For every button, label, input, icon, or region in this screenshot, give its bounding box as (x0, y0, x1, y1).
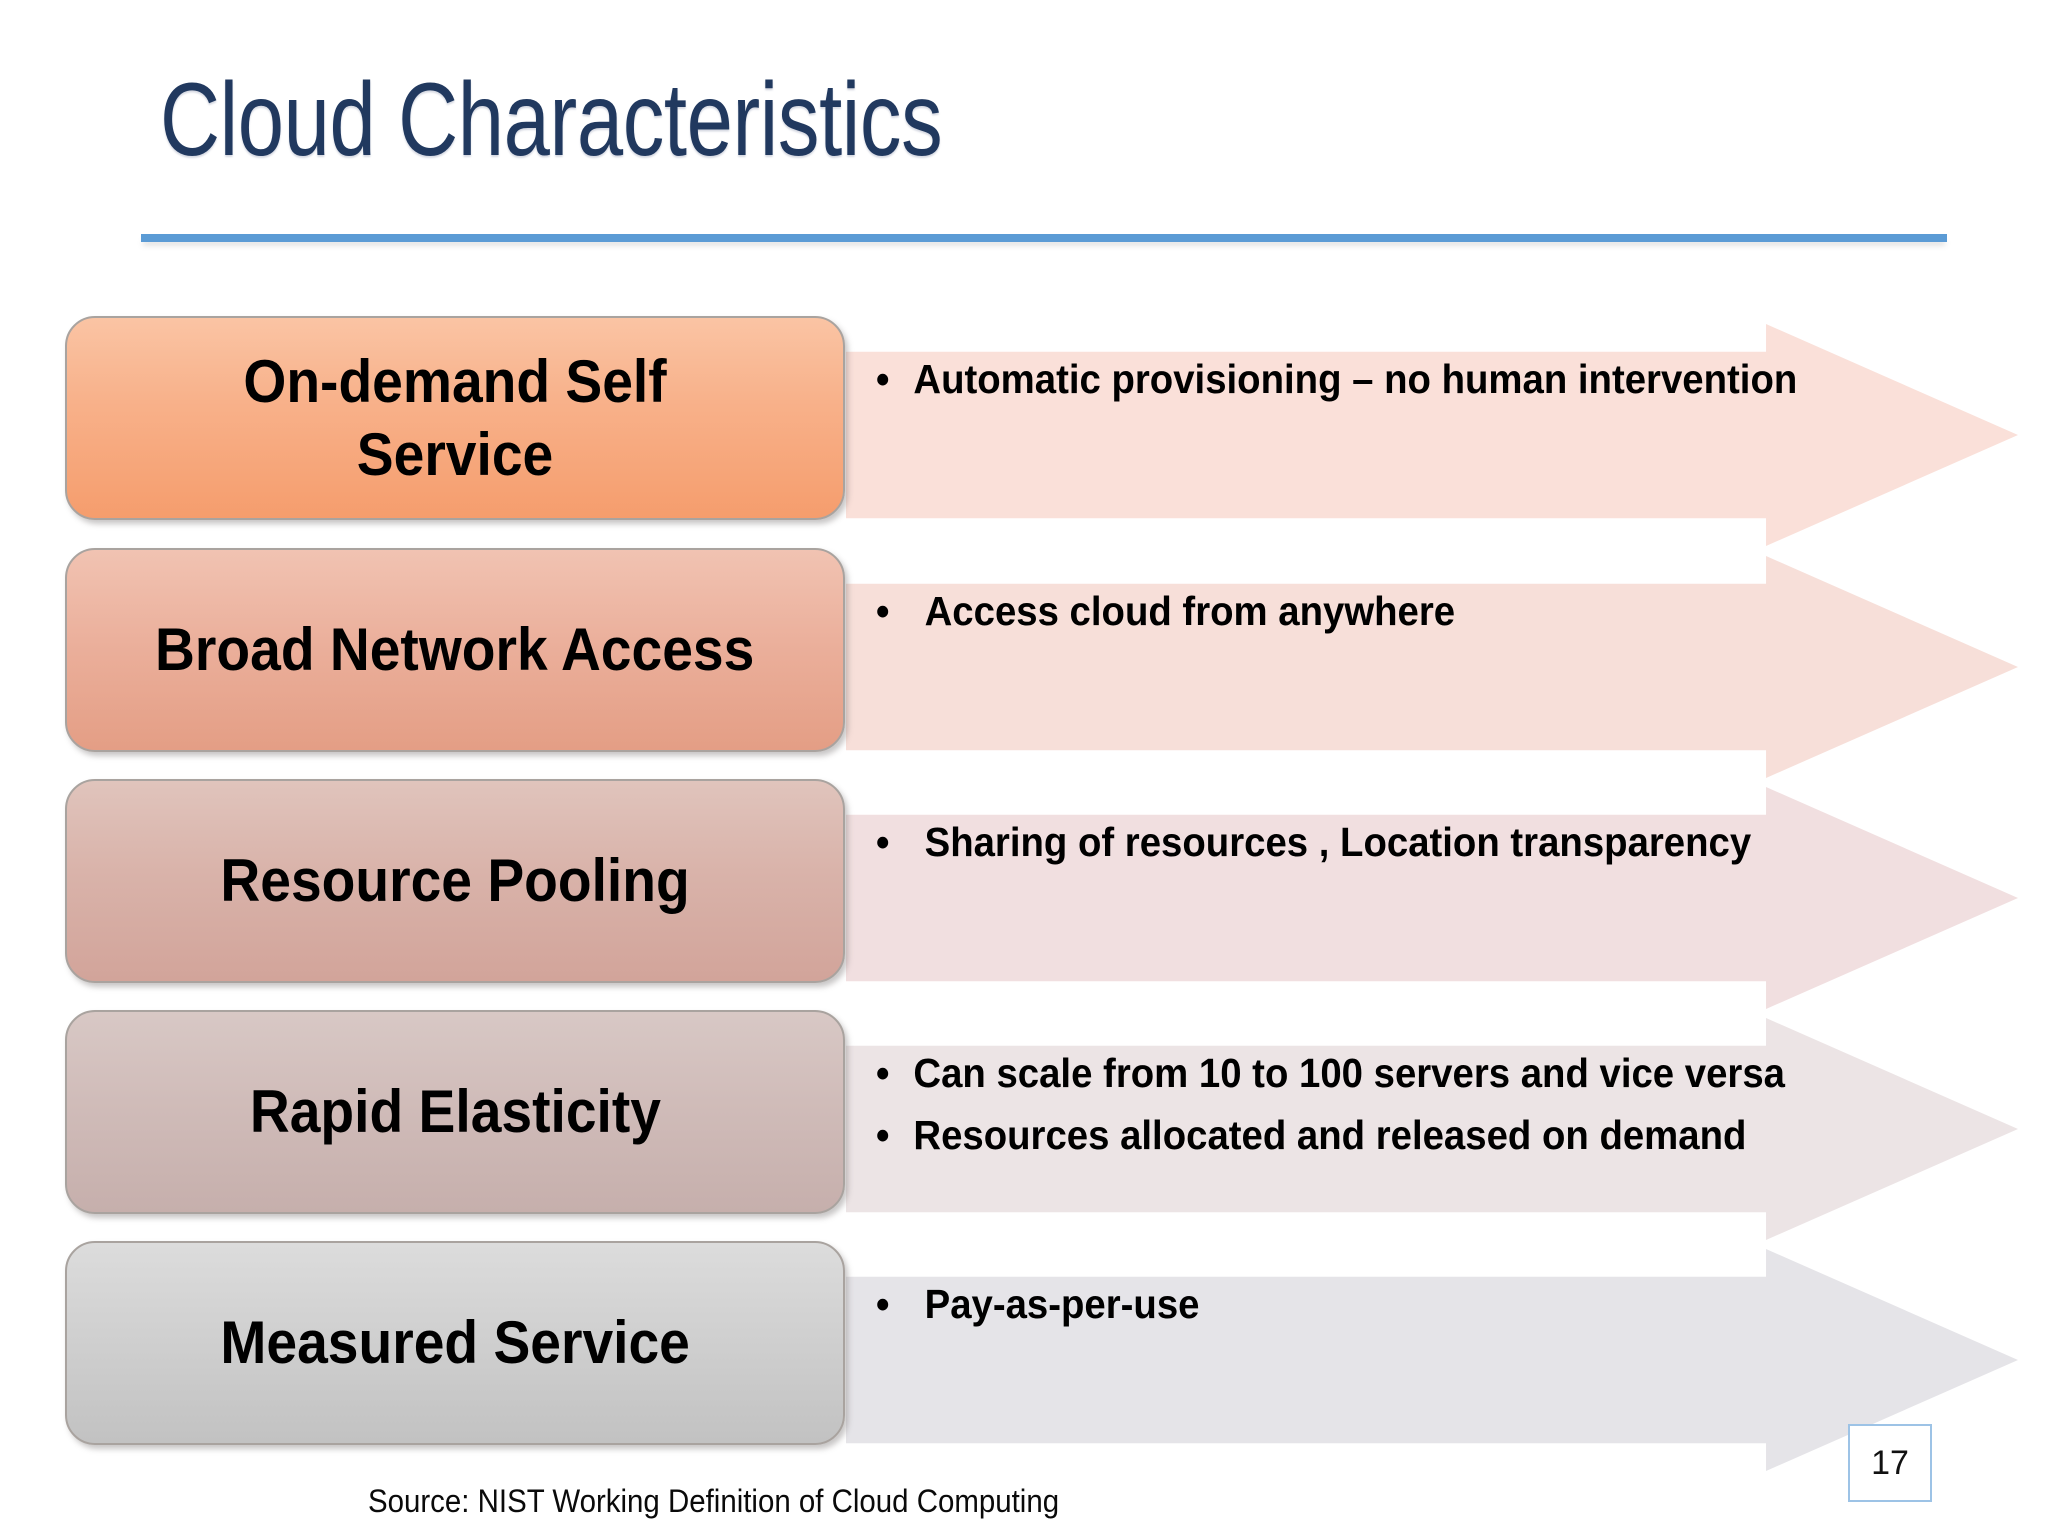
arrow-text-block: • Access cloud from anywhere (876, 588, 1956, 650)
bullet-item: • Pay-as-per-use (876, 1281, 1886, 1329)
arrow-text-block: • Can scale from 10 to 100 servers and v… (876, 1050, 1956, 1173)
characteristic-label-box[interactable]: On-demand Self Service (65, 316, 845, 520)
characteristic-label: Broad Network Access (155, 616, 755, 684)
page-number: 17 (1848, 1424, 1932, 1502)
arrow-shape: • Automatic provisioning – no human inte… (846, 324, 2018, 546)
bullet-icon: • (876, 356, 890, 403)
page-title: Cloud Characteristics (160, 62, 943, 178)
arrow-shape: • Can scale from 10 to 100 servers and v… (846, 1018, 2018, 1240)
bullet-text: Pay-as-per-use (924, 1281, 1200, 1328)
arrow-shape: • Pay-as-per-use (846, 1249, 2018, 1471)
bullet-icon: • (876, 1111, 890, 1158)
characteristic-label-box[interactable]: Broad Network Access (65, 548, 845, 752)
characteristic-label-box[interactable]: Resource Pooling (65, 779, 845, 983)
characteristic-label-box[interactable]: Measured Service (65, 1241, 845, 1445)
source-citation: Source: NIST Working Definition of Cloud… (368, 1483, 1060, 1519)
arrow-text-block: • Pay-as-per-use (876, 1281, 1956, 1343)
characteristic-label: On-demand Self Service (243, 347, 667, 488)
bullet-icon: • (876, 1281, 890, 1328)
bullet-item: • Automatic provisioning – no human inte… (876, 356, 1886, 404)
characteristic-label: Measured Service (220, 1309, 690, 1377)
bullet-item: • Resources allocated and released on de… (876, 1112, 1886, 1160)
title-divider (141, 234, 1947, 242)
bullet-icon: • (876, 1050, 890, 1097)
bullet-icon: • (876, 588, 890, 635)
bullet-item: • Sharing of resources , Location transp… (876, 819, 1886, 867)
characteristic-label: Rapid Elasticity (249, 1078, 661, 1146)
bullet-text: Access cloud from anywhere (924, 588, 1456, 635)
characteristic-label-box[interactable]: Rapid Elasticity (65, 1010, 845, 1214)
arrow-text-block: • Automatic provisioning – no human inte… (876, 356, 1956, 418)
bullet-text: Sharing of resources , Location transpar… (924, 819, 1752, 866)
characteristic-label: Resource Pooling (220, 847, 690, 915)
arrow-shape: • Access cloud from anywhere (846, 556, 2018, 778)
bullet-item: • Access cloud from anywhere (876, 588, 1886, 636)
bullet-text: Can scale from 10 to 100 servers and vic… (913, 1050, 1785, 1097)
bullet-icon: • (876, 819, 890, 866)
arrow-shape: • Sharing of resources , Location transp… (846, 787, 2018, 1009)
arrow-text-block: • Sharing of resources , Location transp… (876, 819, 1956, 881)
bullet-text: Automatic provisioning – no human interv… (913, 356, 1798, 403)
bullet-text: Resources allocated and released on dema… (913, 1111, 1747, 1158)
bullet-item: • Can scale from 10 to 100 servers and v… (876, 1050, 1886, 1098)
